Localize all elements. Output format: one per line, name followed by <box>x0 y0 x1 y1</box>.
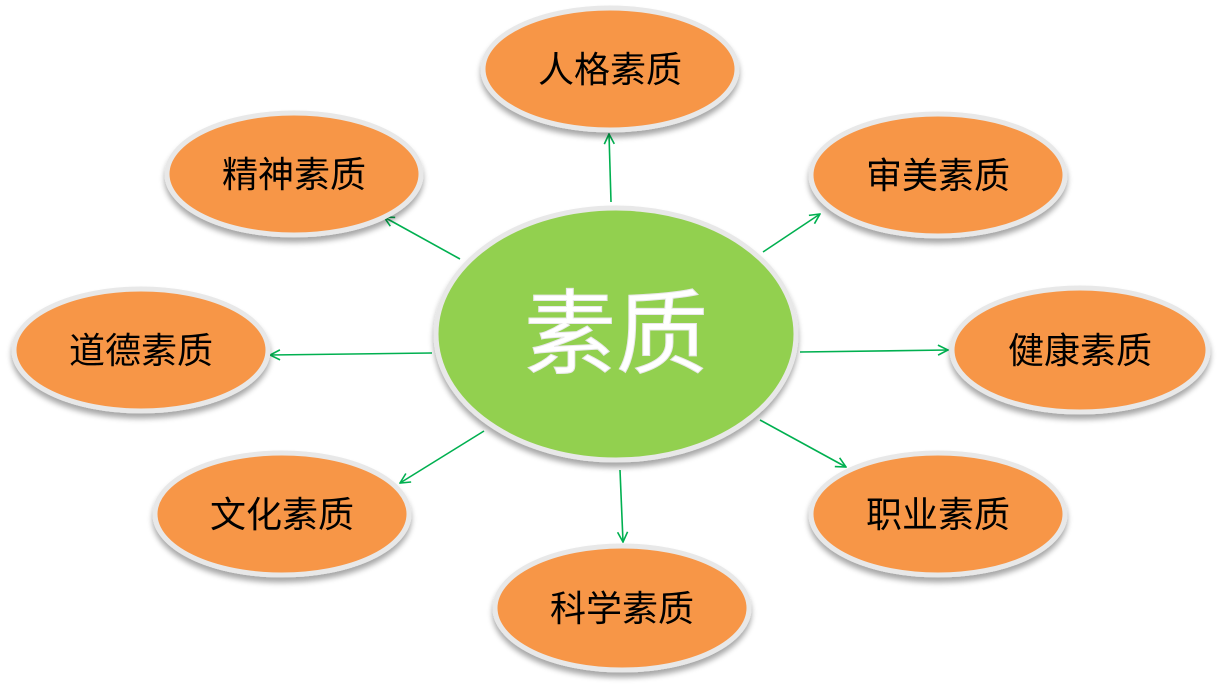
node-label-daode: 道德素质 <box>69 331 213 372</box>
node-label-jingshen: 精神素质 <box>222 155 366 196</box>
node-label-kexue: 科学素质 <box>550 589 694 630</box>
arrow-to-daode <box>270 353 433 355</box>
node-jiankang: 健康素质 <box>949 285 1211 415</box>
node-kexue: 科学素质 <box>492 543 752 673</box>
node-label-renge: 人格素质 <box>538 50 682 91</box>
node-shenmei: 审美素质 <box>808 111 1068 239</box>
node-daode: 道德素质 <box>11 286 271 414</box>
arrow-to-jingshen <box>384 217 461 260</box>
arrow-to-renge <box>609 134 611 203</box>
arrow-to-kexue <box>620 469 623 542</box>
node-renge: 人格素质 <box>480 5 740 133</box>
node-label-wenhua: 文化素质 <box>210 495 354 536</box>
arrow-to-jiankang <box>799 350 948 352</box>
node-zhiye: 职业素质 <box>808 450 1068 578</box>
arrow-to-wenhua <box>400 430 485 483</box>
center-label: 素质 <box>524 281 708 388</box>
node-wenhua: 文化素质 <box>152 450 412 578</box>
node-label-jiankang: 健康素质 <box>1008 331 1152 372</box>
node-jingshen: 精神素质 <box>164 110 424 238</box>
node-label-shenmei: 审美素质 <box>866 156 1010 197</box>
center-node: 素质 <box>433 205 799 463</box>
connector-arrows <box>270 134 948 542</box>
arrow-to-shenmei <box>762 214 820 253</box>
node-label-zhiye: 职业素质 <box>866 495 1010 536</box>
arrow-to-zhiye <box>759 419 846 467</box>
